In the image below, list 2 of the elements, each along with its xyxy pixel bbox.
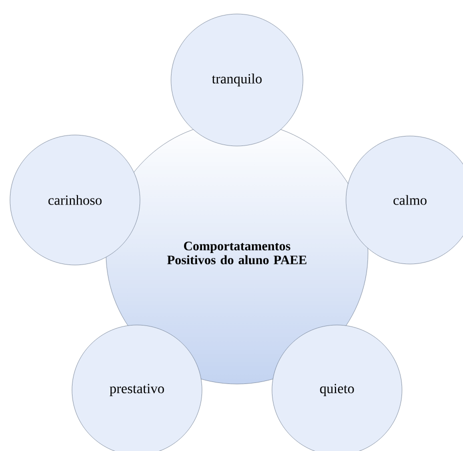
circle-node: carinhoso — [10, 134, 140, 266]
circle-node: tranquilo — [170, 14, 304, 146]
